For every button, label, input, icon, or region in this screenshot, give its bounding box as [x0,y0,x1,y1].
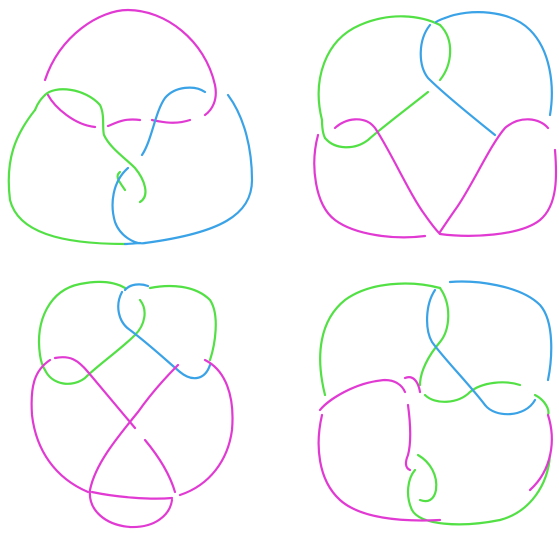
strand-green [322,120,325,138]
strand-magenta [152,120,190,123]
knot-diagram-top-right [314,12,556,237]
strand-blue [125,284,148,290]
strand-magenta [108,119,140,126]
strand-green [9,110,125,244]
strand-blue [145,95,252,243]
strand-blue [180,365,210,378]
strand-blue [421,25,495,135]
knot-diagram-bottom-right [319,282,552,525]
strand-magenta [320,380,405,410]
strand-magenta [406,405,410,470]
strand-green [425,382,520,401]
strand-green [45,89,145,202]
strand-blue [142,88,205,155]
strand-green [440,25,450,80]
strand-green [150,286,216,360]
strand-magenta [180,360,233,495]
strand-blue [450,282,551,380]
strand-magenta [319,415,440,520]
strand-magenta [440,150,556,236]
strand-magenta [92,492,172,499]
strand-magenta [45,10,216,115]
strand-magenta [335,119,440,234]
strand-green [35,95,45,110]
strand-blue [118,292,180,372]
strand-green [45,300,145,384]
strand-green [420,288,448,385]
strand-magenta [530,415,552,490]
strand-green [39,282,125,355]
strand-green [320,284,440,395]
knot-diagram-bottom-left [32,282,233,527]
strand-magenta [440,119,548,232]
strand-blue [445,12,552,115]
strand-magenta [48,95,95,127]
strand-green [325,92,428,147]
strand-green [418,455,436,501]
strand-blue [125,243,140,244]
strand-magenta [405,377,420,392]
strand-green [535,395,548,415]
knot-diagram-top-left [9,10,252,244]
strand-magenta [145,440,175,492]
strand-magenta [32,360,88,492]
strand-blue [485,400,535,414]
strand-blue [436,18,445,22]
